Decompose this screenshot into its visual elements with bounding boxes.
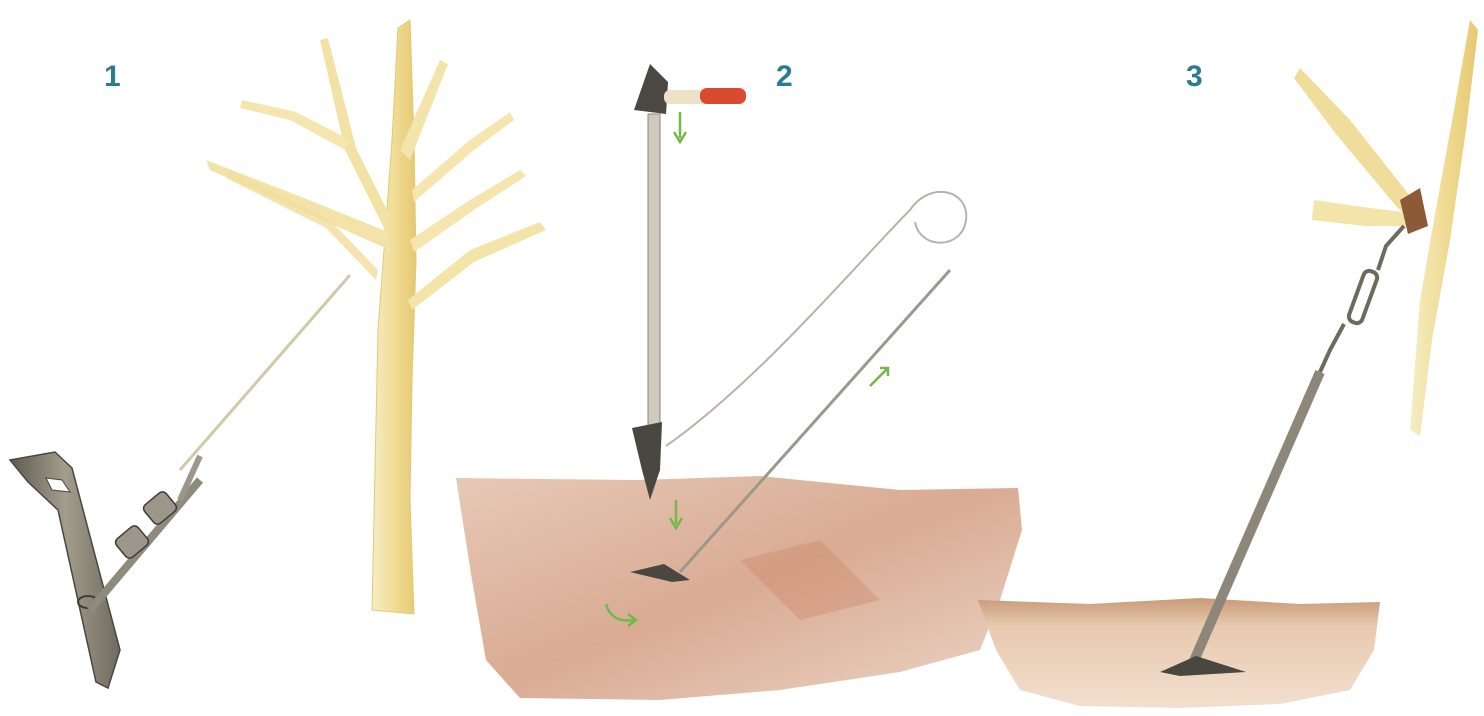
guy-wire bbox=[180, 275, 350, 470]
soil-cross-section bbox=[456, 476, 1022, 700]
drive-rod-icon bbox=[632, 114, 662, 500]
hammer-icon bbox=[634, 64, 746, 114]
cable-clamp-icon bbox=[90, 456, 200, 610]
earth-anchor-icon bbox=[10, 452, 120, 688]
soil-cross-section bbox=[978, 598, 1380, 708]
